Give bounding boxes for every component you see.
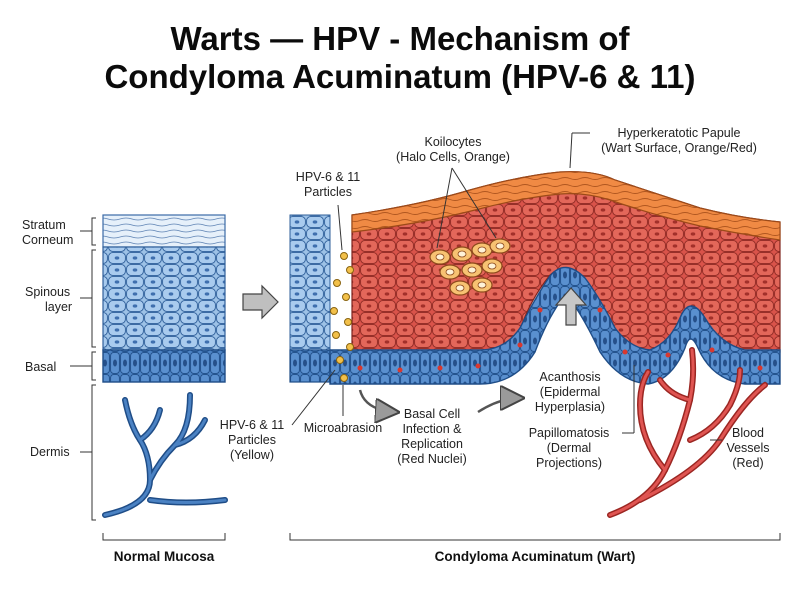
wart-left-normal-epithelium bbox=[289, 214, 331, 351]
label-dermis: Dermis bbox=[30, 445, 70, 459]
label-stratum-corneum-1: Stratum bbox=[22, 218, 66, 232]
normal-stratum-corneum bbox=[102, 214, 226, 248]
label-hpv-bottom-1: HPV-6 & 11 bbox=[220, 418, 284, 432]
label-spinous-1: Spinous bbox=[25, 285, 70, 299]
footer-condyloma: Condyloma Acuminatum (Wart) bbox=[435, 549, 636, 564]
koilocyte-cluster bbox=[429, 238, 511, 296]
label-papillomatosis-2: (Dermal bbox=[547, 441, 591, 455]
leader-lines bbox=[291, 132, 722, 441]
label-hpv-top-1: HPV-6 & 11 bbox=[296, 170, 360, 184]
label-hpv-top-2: Particles bbox=[304, 185, 352, 199]
label-papillomatosis-1: Papillomatosis bbox=[529, 426, 610, 440]
label-hpv-bottom-2: Particles bbox=[228, 433, 276, 447]
title-line-2: Condyloma Acuminatum (HPV-6 & 11) bbox=[104, 58, 696, 95]
microabrasion-arrow bbox=[358, 389, 395, 412]
layer-brackets bbox=[70, 217, 96, 521]
label-blood-vessels-3: (Red) bbox=[732, 456, 763, 470]
label-blood-vessels-2: Vessels bbox=[726, 441, 769, 455]
normal-mucosa-panel bbox=[102, 214, 228, 518]
title-line-1: Warts — HPV - Mechanism of bbox=[170, 20, 630, 57]
label-stratum-corneum-2: Corneum bbox=[22, 233, 73, 247]
label-spinous-2: layer bbox=[45, 300, 72, 314]
hpv-particles bbox=[330, 252, 354, 382]
hyperkeratotic-layer bbox=[351, 171, 781, 241]
label-hyperkeratotic-1: Hyperkeratotic Papule bbox=[618, 126, 741, 140]
label-hyperkeratotic-2: (Wart Surface, Orange/Red) bbox=[601, 141, 757, 155]
label-acanthosis-3: Hyperplasia) bbox=[535, 400, 605, 414]
footer-normal-mucosa: Normal Mucosa bbox=[114, 549, 215, 564]
label-koilocytes-1: Koilocytes bbox=[425, 135, 482, 149]
label-microabrasion: Microabrasion bbox=[304, 421, 383, 435]
label-basal-infection-3: Replication bbox=[401, 437, 463, 451]
label-basal-infection-1: Basal Cell bbox=[404, 407, 460, 421]
label-blood-vessels-1: Blood bbox=[732, 426, 764, 440]
label-hpv-bottom-3: (Yellow) bbox=[230, 448, 274, 462]
wart-panel bbox=[289, 171, 781, 518]
label-papillomatosis-3: Projections) bbox=[536, 456, 602, 470]
acanthosis-arrow bbox=[554, 287, 588, 326]
replication-arrow bbox=[477, 398, 520, 414]
label-acanthosis-2: (Epidermal bbox=[540, 385, 600, 399]
label-koilocytes-2: (Halo Cells, Orange) bbox=[396, 150, 510, 164]
label-basal-infection-4: (Red Nuclei) bbox=[397, 452, 466, 466]
red-nuclei bbox=[357, 307, 763, 373]
normal-basal-layer bbox=[102, 349, 226, 383]
label-basal: Basal bbox=[25, 360, 56, 374]
normal-spinous-layer bbox=[102, 246, 226, 351]
footer-brackets bbox=[102, 533, 781, 541]
label-acanthosis-1: Acanthosis bbox=[539, 370, 600, 384]
progression-arrow bbox=[242, 284, 279, 320]
label-basal-infection-2: Infection & bbox=[402, 422, 462, 436]
